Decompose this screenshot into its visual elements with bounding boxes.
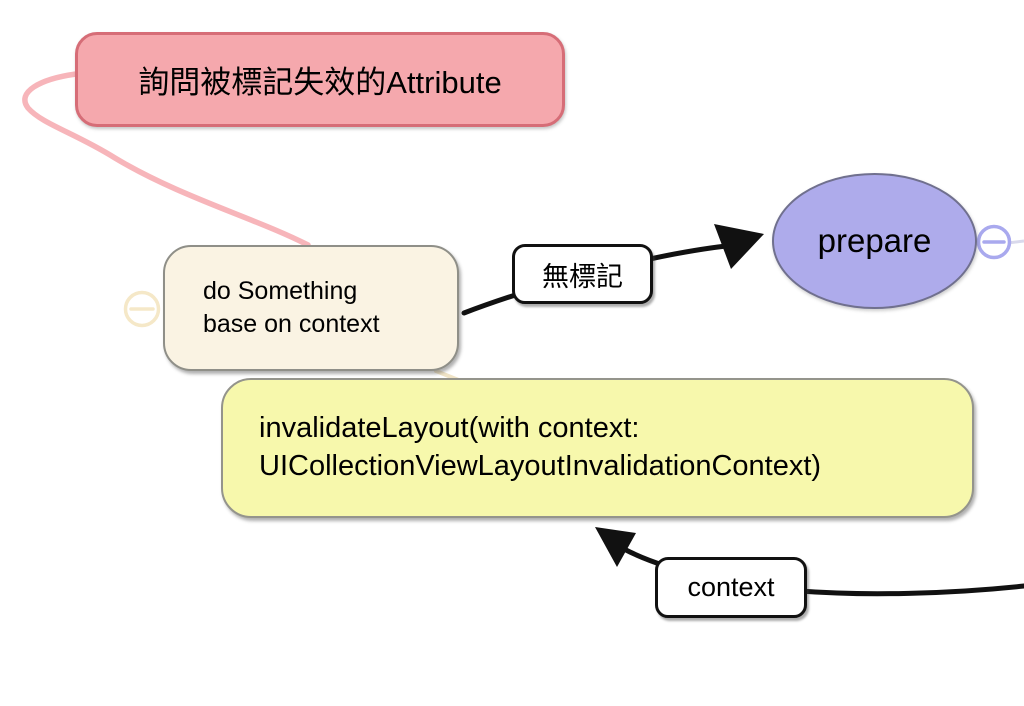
edge-label-context[interactable]: context: [655, 557, 807, 618]
node-do-something[interactable]: do Something base on context: [163, 245, 459, 371]
node-ask-attribute[interactable]: 詢問被標記失效的Attribute: [75, 32, 565, 127]
arrowhead-to-prepare: [714, 224, 764, 269]
node-prepare[interactable]: prepare: [772, 173, 977, 309]
edge-ask-to-do-branch: [22, 71, 311, 248]
node-invalidate-layout[interactable]: invalidateLayout(with context: UICollect…: [221, 378, 974, 518]
edge-label-no-mark[interactable]: 無標記: [512, 244, 653, 304]
minus-circle-icon[interactable]: [123, 290, 161, 328]
edge-label-context-text: context: [687, 572, 775, 602]
node-ask-attribute-label: 詢問被標記失效的Attribute: [138, 65, 502, 100]
node-do-something-label: do Something base on context: [203, 277, 380, 338]
minus-circle-icon[interactable]: [976, 224, 1012, 260]
edge-label-no-mark-text: 無標記: [542, 261, 623, 292]
node-invalidate-layout-label: invalidateLayout(with context: UICollect…: [259, 412, 822, 482]
arrowhead-to-invalidate: [595, 527, 636, 567]
node-prepare-label: prepare: [817, 222, 932, 259]
